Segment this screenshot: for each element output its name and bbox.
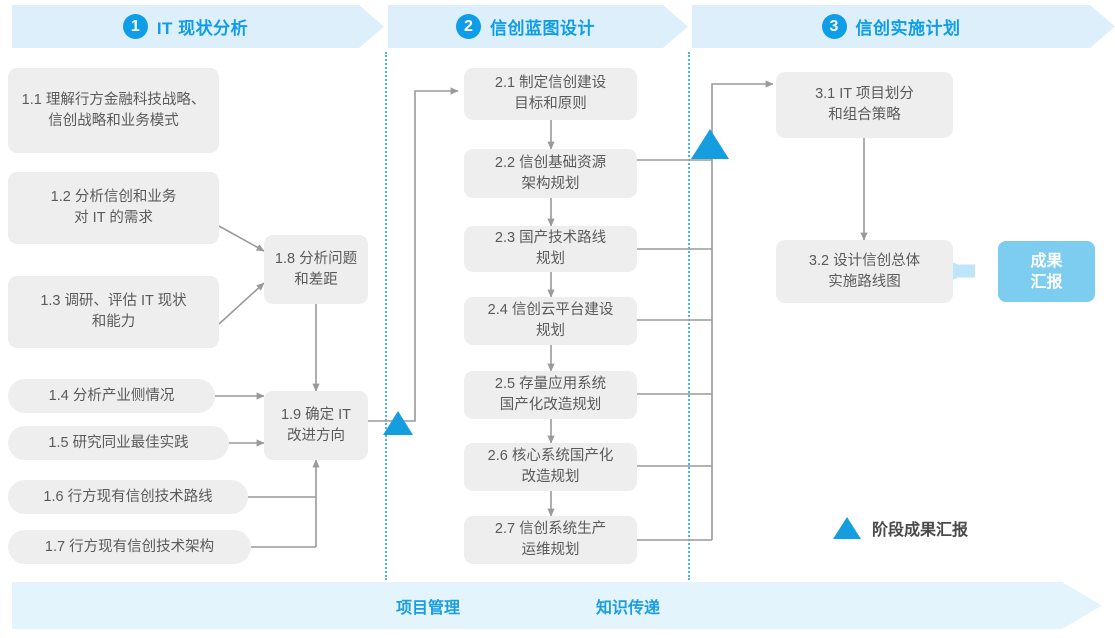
phase-number-badge-3: 3: [821, 14, 847, 39]
process-box-1-5[interactable]: 1.5 研究同业最佳实践: [8, 426, 229, 460]
process-box-1-1[interactable]: 1.1 理解行方金融科技战略、 信创战略和业务模式: [8, 68, 219, 153]
process-box-2-3[interactable]: 2.3 国产技术路线 规划: [464, 226, 637, 272]
bottom-band-item-project-management[interactable]: 项目管理: [396, 599, 461, 617]
process-box-2-2[interactable]: 2.2 信创基础资源 架构规划: [464, 149, 637, 198]
milestone-triangle-phase2: [691, 129, 729, 159]
phase-header-item-1[interactable]: 1 IT 现状分析: [12, 5, 359, 48]
process-box-1-4[interactable]: 1.4 分析产业侧情况: [8, 379, 215, 413]
result-report-badge[interactable]: 成果 汇报: [998, 241, 1095, 302]
phase-band-2: [388, 5, 688, 48]
process-box-2-1[interactable]: 2.1 制定信创建设 目标和原则: [464, 68, 637, 120]
phase-divider-1-2: [385, 52, 387, 580]
bottom-band: [12, 582, 1102, 629]
process-box-2-4[interactable]: 2.4 信创云平台建设 规划: [464, 297, 637, 345]
phase-title-2: 信创蓝图设计: [490, 19, 595, 38]
phase-header-item-2[interactable]: 2 信创蓝图设计: [388, 5, 663, 48]
milestone-triangle-phase1: [383, 411, 413, 435]
phase-band-3: [692, 5, 1115, 48]
bottom-band-item-knowledge-transfer[interactable]: 知识传递: [596, 599, 661, 617]
phase-divider-2-3: [688, 52, 690, 580]
process-box-3-2[interactable]: 3.2 设计信创总体 实施路线图: [776, 240, 953, 303]
phase-title-1: IT 现状分析: [156, 19, 249, 38]
process-box-2-7[interactable]: 2.7 信创系统生产 运维规划: [464, 516, 637, 564]
phase-number-badge-2: 2: [456, 14, 481, 39]
process-box-1-6[interactable]: 1.6 行方现有信创技术路线: [8, 480, 248, 514]
phase-title-3: 信创实施计划: [855, 19, 961, 38]
process-box-1-8[interactable]: 1.8 分析问题 和差距: [264, 235, 368, 304]
phase-band-1: [12, 5, 384, 48]
process-box-1-9[interactable]: 1.9 确定 IT 改进方向: [264, 391, 368, 460]
process-box-2-5[interactable]: 2.5 存量应用系统 国产化改造规划: [464, 371, 637, 419]
legend-label: 阶段成果汇报: [872, 522, 969, 539]
phase-number-badge-1: 1: [122, 14, 148, 39]
milestone-triangle-icon: [833, 517, 861, 539]
legend: 阶段成果汇报: [833, 516, 968, 540]
process-box-1-7[interactable]: 1.7 行方现有信创技术架构: [8, 530, 251, 564]
phase-header: 1 IT 现状分析 2 信创蓝图设计 3 信创实施计划: [0, 5, 1115, 48]
process-box-1-2[interactable]: 1.2 分析信创和业务 对 IT 的需求: [8, 172, 219, 244]
process-box-1-3[interactable]: 1.3 调研、评估 IT 现状 和能力: [8, 276, 219, 348]
process-box-3-1[interactable]: 3.1 IT 项目划分 和组合策略: [776, 72, 953, 138]
process-box-2-6[interactable]: 2.6 核心系统国产化 改造规划: [464, 443, 637, 491]
phase-header-item-3[interactable]: 3 信创实施计划: [692, 5, 1090, 48]
